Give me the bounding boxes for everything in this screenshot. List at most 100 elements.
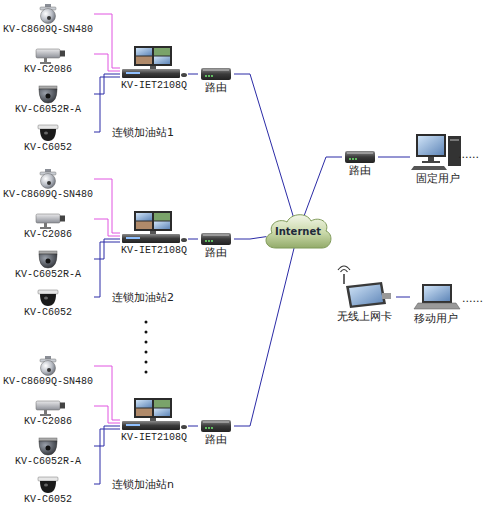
icon-part [416, 134, 446, 157]
icon-part [44, 132, 48, 135]
network-link [234, 237, 266, 239]
node-label: 固定用户 [410, 172, 465, 185]
dot [145, 341, 148, 344]
node-label: KV-C2086 [2, 416, 94, 428]
node-label: KV-C6052 [2, 307, 94, 319]
icon-part [136, 222, 152, 230]
icon-part [41, 9, 56, 24]
icon-part [150, 231, 156, 234]
icon-part [40, 62, 51, 64]
cam-icon [2, 436, 94, 456]
camera-node: KV-C2086 [2, 44, 94, 76]
icon-part [154, 57, 170, 65]
node-label: KV-C8609Q-SN480 [2, 189, 94, 201]
dot [145, 361, 148, 364]
icon-part [181, 73, 187, 77]
router-icon [342, 150, 378, 164]
cam-icon [2, 44, 94, 64]
icon-part [36, 49, 60, 58]
icon-part [122, 69, 180, 78]
icon-part [150, 418, 156, 421]
cam-icon [2, 474, 94, 494]
icon-part [450, 139, 459, 141]
node-label: KV-C6052R-A [2, 104, 94, 116]
icon-part [208, 427, 210, 429]
icon-part [40, 227, 51, 229]
network-link [304, 157, 342, 216]
icon-part [136, 57, 152, 65]
camera-node: KV-C6052 [2, 474, 94, 506]
network-link [94, 179, 120, 233]
router-node: 路由 [342, 150, 378, 177]
node-label: 路由 [198, 246, 234, 259]
dvr-node: KV-IET2108Q [120, 46, 188, 92]
icon-part [38, 477, 58, 481]
icon-part [211, 240, 213, 242]
dvr-icon [120, 46, 188, 80]
network-link [94, 429, 120, 484]
link-line [94, 242, 120, 297]
icon-part [41, 174, 56, 189]
node-label: KV-C2086 [2, 64, 94, 76]
cam-icon [2, 169, 94, 189]
laptop-icon [410, 282, 462, 312]
icon-part [201, 233, 231, 245]
network-link [378, 157, 410, 158]
link-line [188, 426, 198, 427]
icon-part [134, 211, 172, 231]
icon-part [44, 297, 48, 300]
router-icon [198, 232, 234, 246]
network-link [188, 74, 198, 75]
camera-node: KV-C6052 [2, 122, 94, 154]
icon-part [208, 240, 210, 242]
icon-part [154, 409, 170, 417]
icon-part [47, 181, 51, 185]
dvr-node: KV-IET2108Q [120, 398, 188, 444]
dot [145, 331, 148, 334]
icon-part [352, 158, 354, 160]
icon-part [349, 158, 351, 160]
ellipsis-label: ...... [462, 292, 483, 305]
network-link [396, 297, 410, 298]
icon-part [349, 285, 383, 306]
mobile-user-node: 移动用户 [410, 282, 462, 325]
icon-part [134, 398, 172, 418]
fixed-user-node: 固定用户 [410, 132, 465, 185]
icon-part [46, 259, 51, 264]
icon-part [36, 214, 60, 223]
icon-part [36, 401, 60, 410]
camera-node: KV-C2086 [2, 209, 94, 241]
cam-icon [2, 287, 94, 307]
network-link [234, 248, 294, 426]
icon-part [126, 424, 140, 426]
icon-part [346, 282, 386, 308]
network-link [94, 366, 120, 420]
cam-icon [2, 249, 94, 269]
icon-part [418, 136, 444, 155]
icon-part [428, 157, 434, 161]
link-line [94, 366, 120, 420]
icon-part [46, 446, 51, 451]
camera-node: KV-C2086 [2, 396, 94, 428]
icon-part [134, 46, 172, 66]
icon-part [40, 294, 56, 306]
icon-part [136, 400, 152, 408]
icon-part [136, 409, 152, 417]
camera-node: KV-C8609Q-SN480 [2, 169, 94, 201]
node-label: KV-C6052R-A [2, 456, 94, 468]
icon-part [46, 94, 51, 99]
icon-part [60, 216, 65, 222]
network-link [234, 74, 293, 216]
icon-part [154, 222, 170, 230]
dvr-icon [120, 211, 188, 245]
router-node: 路由 [198, 67, 234, 94]
link-line [94, 219, 120, 236]
icon-part [347, 152, 373, 154]
link-line [378, 157, 410, 158]
icon-part [211, 75, 213, 77]
icon-part [38, 290, 58, 294]
icon-part [136, 213, 152, 221]
wifi-icon [332, 262, 396, 310]
camera-node: KV-C8609Q-SN480 [2, 4, 94, 36]
network-link [94, 242, 120, 297]
